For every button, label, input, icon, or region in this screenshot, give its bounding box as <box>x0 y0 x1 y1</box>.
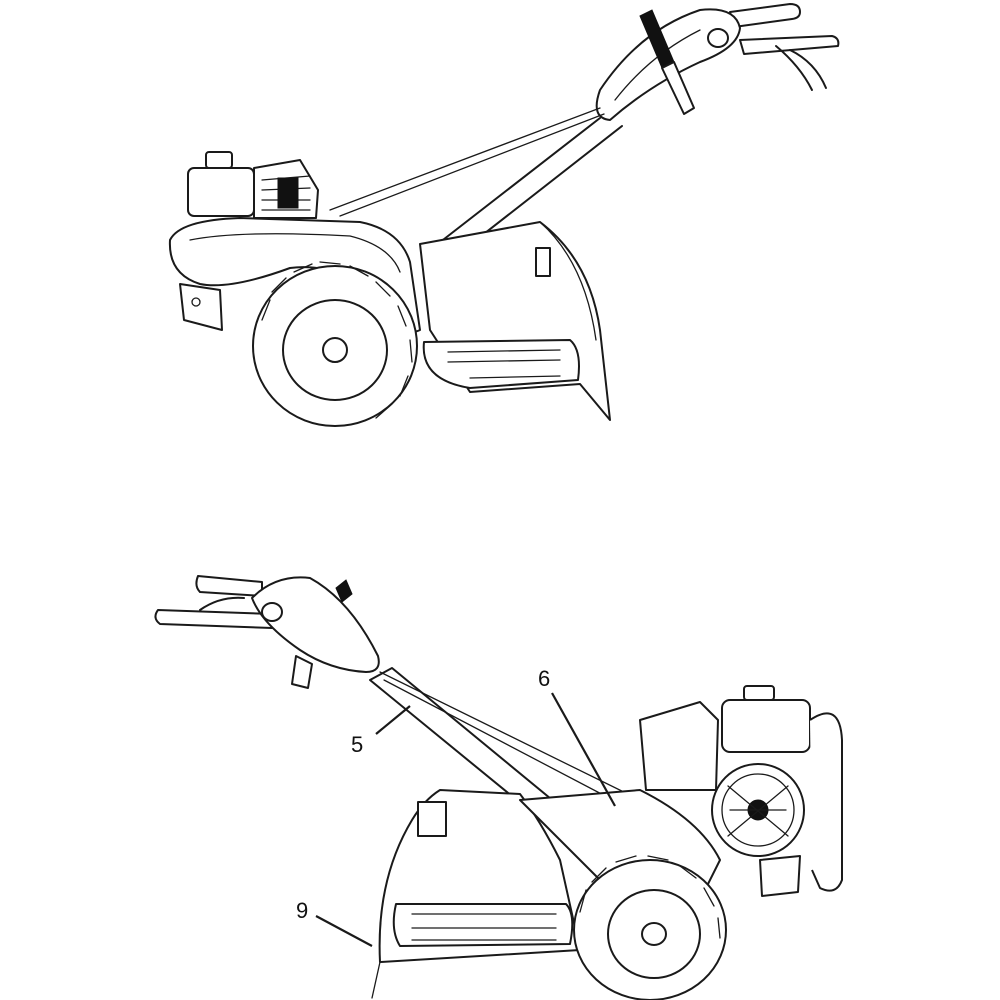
tine-hood-top <box>419 221 611 421</box>
handle-grips <box>729 3 840 91</box>
handle-grips-bottom <box>154 575 273 629</box>
tine-hood-bottom <box>371 789 581 999</box>
callout-9: 9 <box>296 898 373 947</box>
engine-top <box>187 151 319 219</box>
tiller-bottom-view <box>154 575 843 1000</box>
handle-tube-bottom <box>369 667 641 825</box>
handle-console <box>595 8 741 121</box>
callout-label-5: 5 <box>351 732 363 757</box>
callout-5: 5 <box>351 705 411 757</box>
callout-label-9: 9 <box>296 898 308 923</box>
callout-label-6: 6 <box>538 666 550 691</box>
frame-bracket-top <box>179 283 223 331</box>
handle-console-bottom <box>251 576 380 689</box>
tiller-top-view <box>168 3 840 427</box>
callout-6: 6 <box>538 666 616 807</box>
engine-bottom <box>639 685 843 892</box>
wheel-bottom <box>573 855 727 1000</box>
wheel-top <box>252 261 418 427</box>
